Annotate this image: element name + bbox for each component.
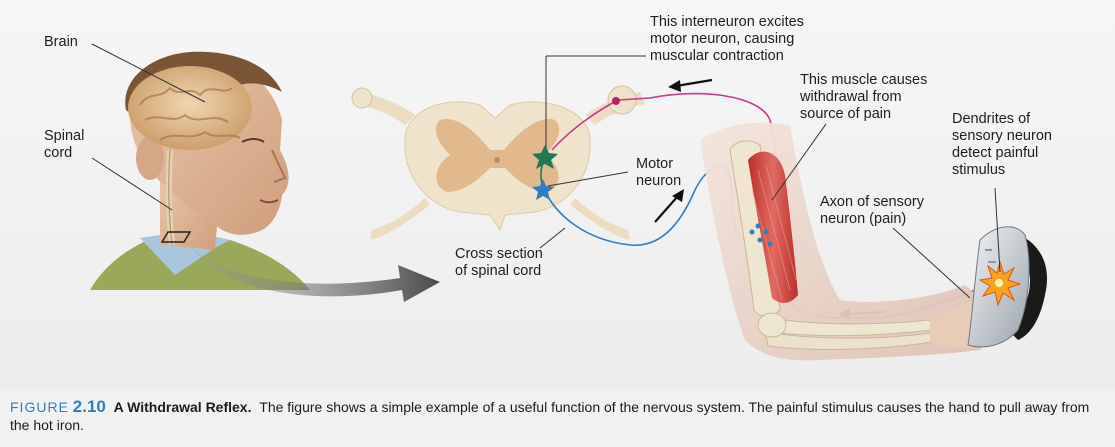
interneuron-cell [532,145,558,169]
mouth [259,199,279,204]
label-motor-neuron: Motor neuron [636,156,682,189]
callout-axon [892,227,971,299]
label-brain: Brain [44,34,78,50]
label-dendrites: Dendrites of sensory neuron detect painf… [952,111,1052,178]
figure-caption: FIGURE 2.10 A Withdrawal Reflex. The fig… [10,398,1100,434]
arm [700,122,997,361]
label-spinal-cord: Spinal cord [44,128,85,161]
label-interneuron: This interneuron excites motor neuron, c… [650,14,804,64]
magnify-arrow [190,245,440,302]
arrow-sensory-top [668,78,713,92]
brain-shape [128,66,252,150]
section-marker [160,231,192,243]
callout-dendrites [994,187,1001,273]
motor-end-plates [749,223,773,247]
label-muscle: This muscle causes withdrawal from sourc… [800,72,928,122]
hot-iron [967,226,1048,348]
sensory-cell-body [612,97,620,105]
callout-brain [91,43,206,103]
shirt [90,230,310,290]
human-head [90,51,310,290]
label-cross-section: Cross section of spinal cord [455,246,543,279]
callout-cross-section [539,227,566,249]
caption-figure-word: FIGURE [10,399,69,415]
withdrawal-reflex-figure: Brain Spinal cord Cross section of spina… [0,0,1115,390]
caption-figure-number: 2.10 [72,397,106,416]
ear [136,136,164,180]
motor-neuron-cell [532,179,554,200]
nose [271,149,287,183]
eye [241,138,265,143]
callout-lines [91,43,1001,299]
callout-motor-neuron [547,171,629,187]
callout-muscle [771,123,827,201]
callout-spinal-cord [91,157,173,211]
humerus-bone [729,140,781,317]
gray-matter [435,119,560,192]
spinal-cord-cross-section [351,85,645,240]
caption-text: The figure shows a simple example of a u… [10,399,1090,433]
arrow-motor-up [654,189,684,223]
label-axon: Axon of sensory neuron (pain) [820,194,924,227]
iron-handle [1008,235,1048,340]
reflex-illustration [90,43,1048,361]
caption-title: A Withdrawal Reflex. [113,399,252,415]
